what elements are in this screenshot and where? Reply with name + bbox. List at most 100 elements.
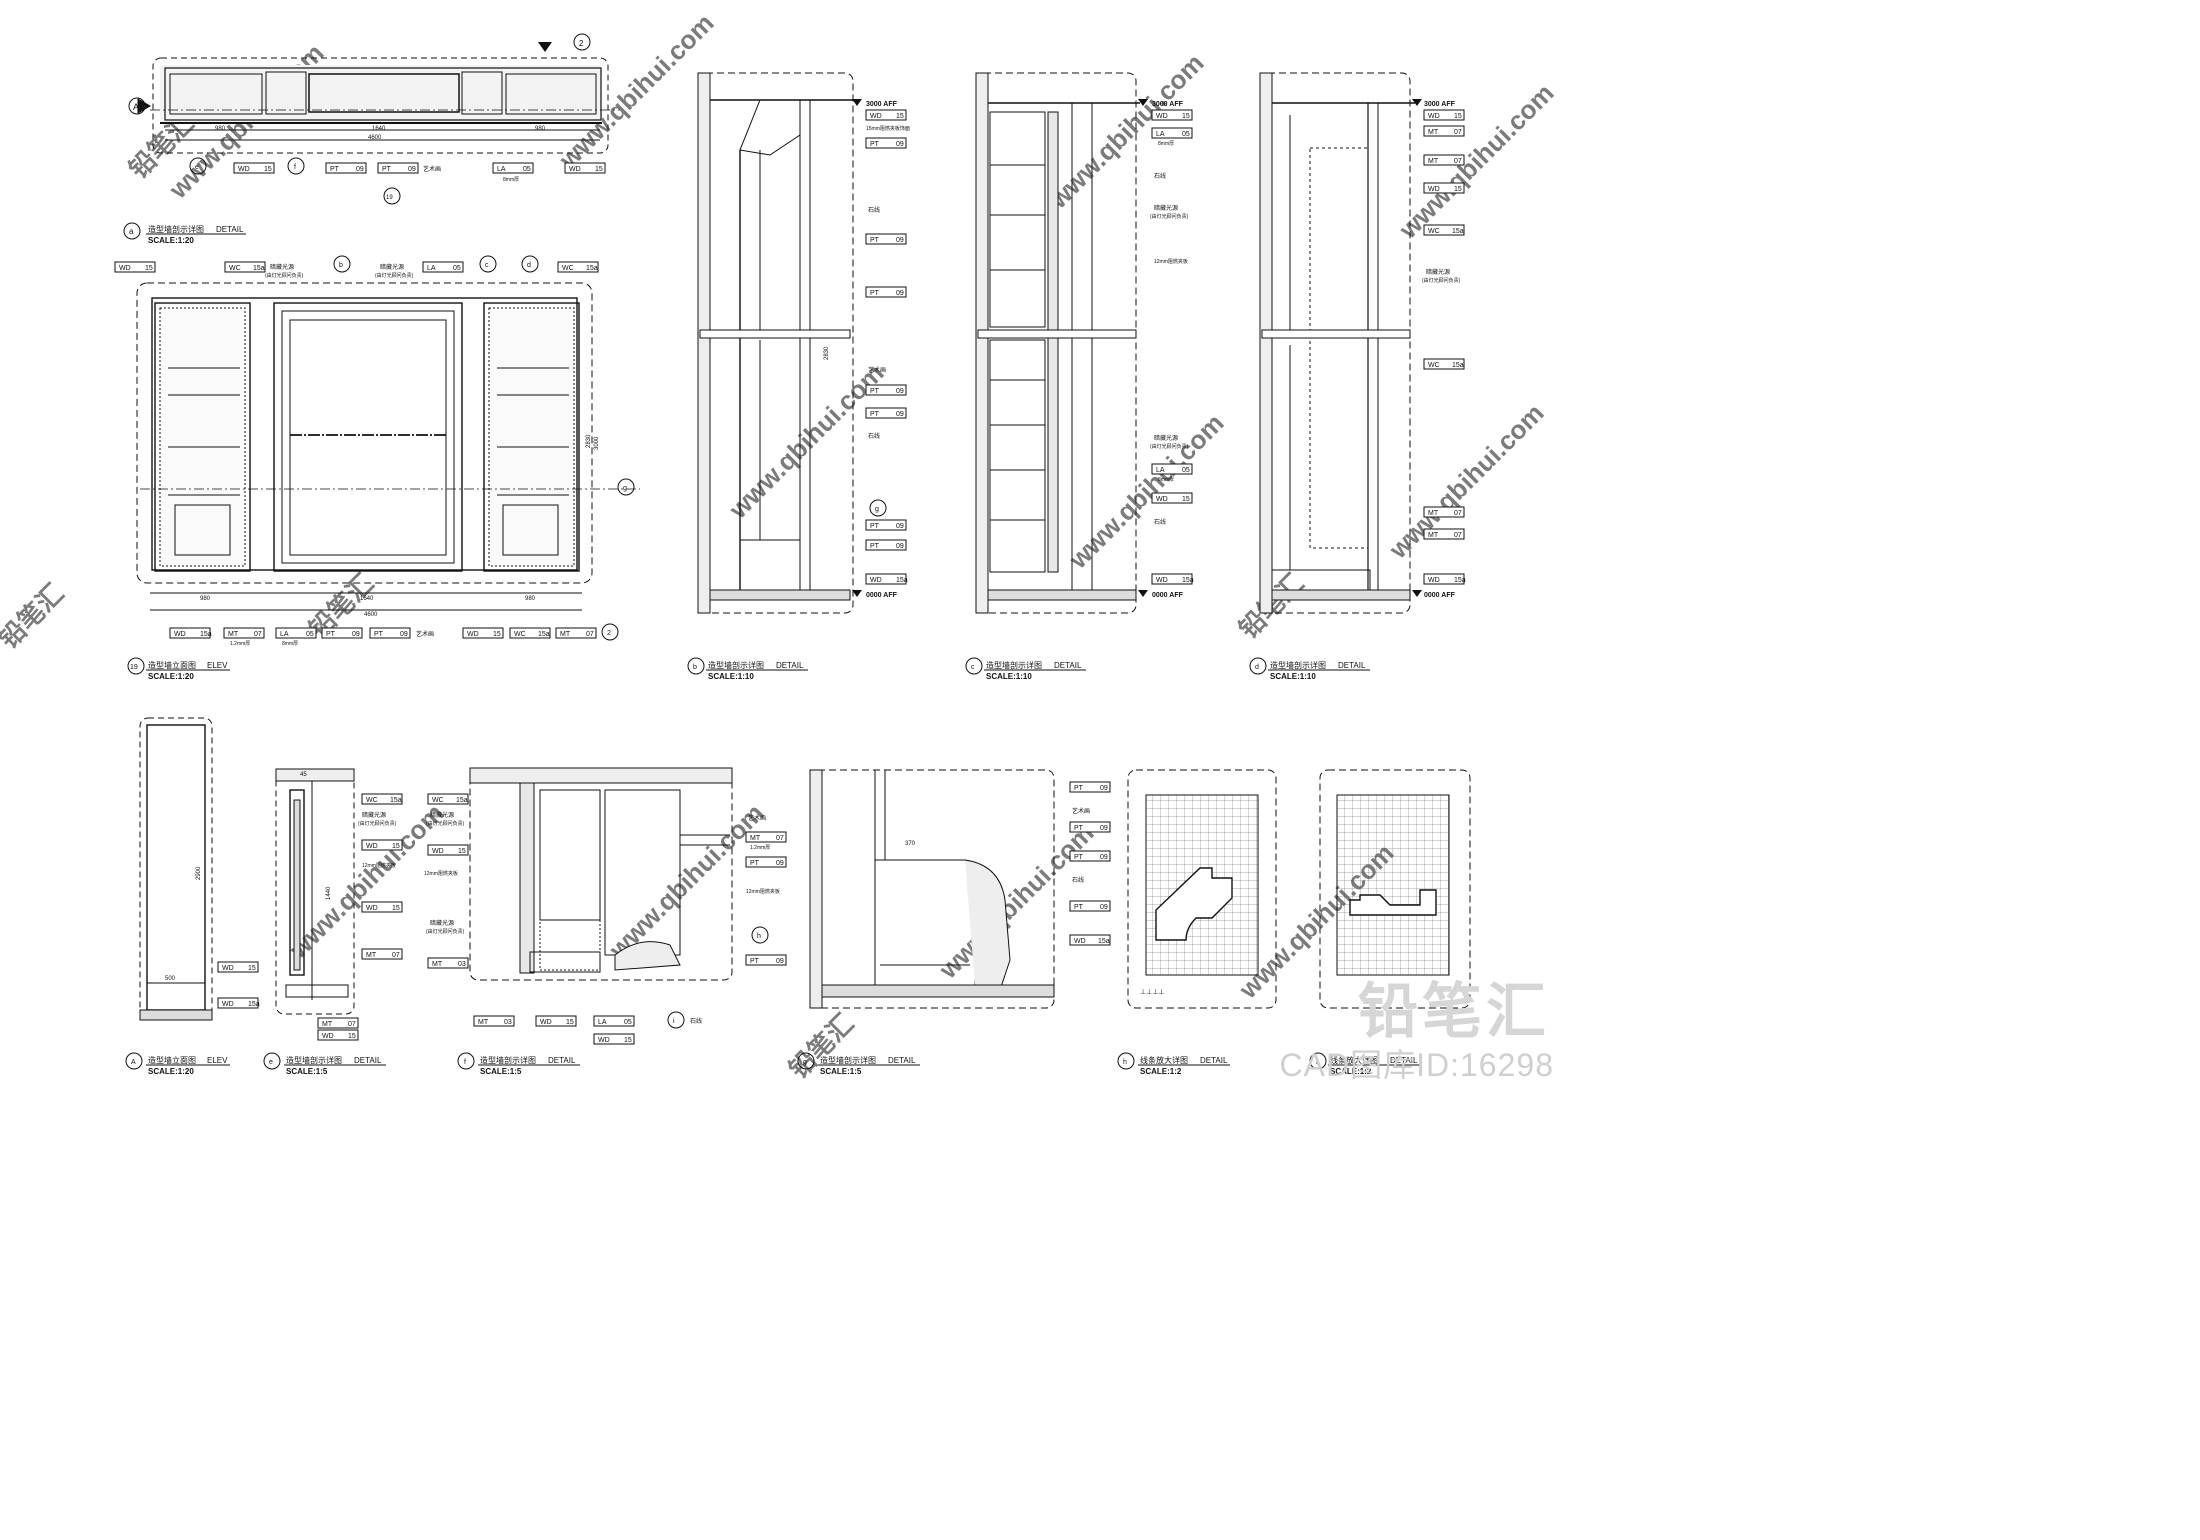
level-aff: 3000 AFF bbox=[866, 101, 898, 108]
note-line: 石线 bbox=[690, 1017, 702, 1025]
tag-num: 05 bbox=[624, 1019, 632, 1026]
dim: 1640 bbox=[360, 596, 374, 602]
tag-num: 09 bbox=[400, 631, 408, 638]
tag-wd: WD bbox=[366, 905, 378, 912]
view-title: 造型墙剖示详图 bbox=[480, 1055, 536, 1065]
tag-mt: MT bbox=[560, 631, 571, 638]
note-art: 艺术画 bbox=[423, 165, 441, 173]
view-A-annotations: 2900 500 WD 15 WD 15a A 造型墙立面图 ELEV SCAL… bbox=[125, 866, 260, 1076]
note-line: 石线 bbox=[868, 432, 880, 440]
tag-num: 07 bbox=[1454, 510, 1462, 517]
level-aff: 3000 AFF bbox=[1152, 101, 1184, 108]
tag-num: 07 bbox=[1454, 532, 1462, 539]
view-scale: SCALE:1:20 bbox=[148, 236, 194, 245]
tag-wd: WD bbox=[366, 843, 378, 850]
note-8mm: 8mm厚 bbox=[1158, 141, 1174, 147]
note-thk: 1.2mm厚 bbox=[750, 845, 770, 851]
view-kind: DETAIL bbox=[1338, 661, 1366, 670]
view-mark: a bbox=[129, 227, 134, 236]
note-line: 石线 bbox=[1154, 172, 1166, 180]
tag-mt: MT bbox=[322, 1021, 333, 1028]
detail-marker-i: i bbox=[673, 1018, 675, 1025]
level-aff: 0000 AFF bbox=[866, 592, 898, 599]
tag-num: 05 bbox=[523, 166, 531, 173]
dim: 980 bbox=[525, 596, 536, 602]
section-f bbox=[469, 767, 733, 981]
tag-pt: PT bbox=[870, 543, 880, 550]
tag-num: 15a bbox=[896, 577, 908, 584]
tag-pt: PT bbox=[870, 388, 880, 395]
tag-num: 09 bbox=[896, 290, 904, 297]
tag-wd: WD bbox=[467, 631, 479, 638]
tag-pt: PT bbox=[870, 411, 880, 418]
tag-pt: PT bbox=[326, 631, 336, 638]
view-mark: g bbox=[803, 1059, 807, 1066]
view-19-annotations: WD 15 WC 15a 暗藏光源 (由灯光顾问负责) 暗藏光源 (由灯光顾问负… bbox=[114, 255, 635, 681]
note-thk: 1.2mm厚 bbox=[230, 641, 250, 647]
tag-pt: PT bbox=[374, 631, 384, 638]
tag-wc: WC bbox=[432, 797, 444, 804]
note-light: 暗藏光源 bbox=[1426, 268, 1450, 276]
dim: 980 bbox=[200, 596, 211, 602]
section-marker-c: c bbox=[485, 262, 489, 269]
cad-drawing-sheet: www.qbihui.com www.qbihui.com www.qbihui… bbox=[0, 8, 1560, 1085]
tag-mt: MT bbox=[1428, 158, 1439, 165]
view-title: 造型墙立面图 bbox=[148, 1055, 196, 1065]
tag-wd: WD bbox=[222, 965, 234, 972]
dim-980: 980 bbox=[215, 126, 226, 132]
tag-num: 15 bbox=[493, 631, 501, 638]
view-a-plan bbox=[137, 42, 620, 154]
tag-num: 09 bbox=[776, 860, 784, 867]
tag-num: 15a bbox=[200, 631, 212, 638]
tag-la: LA bbox=[280, 631, 289, 638]
view-title: 造型墙剖示详图 bbox=[286, 1055, 342, 1065]
view-kind: DETAIL bbox=[888, 1056, 916, 1065]
detail-marker-h: h bbox=[757, 933, 761, 940]
detail-marker-2: 2 bbox=[579, 39, 584, 48]
view-scale: SCALE:1:10 bbox=[708, 672, 754, 681]
tag-num: 09 bbox=[1100, 854, 1108, 861]
note-light-sub: (由灯光顾问负责) bbox=[426, 928, 465, 935]
note-light: 暗藏光源 bbox=[1154, 434, 1178, 442]
view-title: 造型墙剖示详图 bbox=[986, 660, 1042, 670]
note-line: 石线 bbox=[1072, 876, 1084, 884]
note-8mm: 8mm厚 bbox=[1158, 477, 1174, 483]
watermark: www.qbihui.com bbox=[1382, 398, 1549, 565]
tag-num: 15a bbox=[1454, 577, 1466, 584]
tag-num: 07 bbox=[392, 952, 400, 959]
tag-wd: WD bbox=[238, 166, 250, 173]
section-b-annotations: 3000 AFF 0000 AFF WD 15 15mm阻燃夹板饰面 PT 09… bbox=[687, 99, 910, 681]
section-b bbox=[697, 72, 860, 614]
brand-id-label: CAD图库ID:16298 bbox=[1279, 1047, 1554, 1083]
tag-num: 09 bbox=[896, 237, 904, 244]
tag-wd: WD bbox=[119, 265, 131, 272]
tag-num: 15a bbox=[390, 797, 402, 804]
tag-num: 05 bbox=[1182, 467, 1190, 474]
dim: 2830 bbox=[586, 434, 592, 448]
tag-num: 03 bbox=[504, 1019, 512, 1026]
tag-num: 15 bbox=[248, 965, 256, 972]
tag-wd: WD bbox=[432, 848, 444, 855]
view-19-elevation bbox=[136, 282, 640, 611]
detail-i-annotations: i 线条放大详图 DETAIL SCALE:1:2 bbox=[1309, 1052, 1420, 1076]
dim-4600: 4600 bbox=[368, 135, 382, 141]
view-kind: ELEV bbox=[207, 1056, 228, 1065]
tag-num: 15 bbox=[348, 1033, 356, 1040]
view-mark: e bbox=[269, 1059, 273, 1066]
tag-num: 15 bbox=[566, 1019, 574, 1026]
tag-num: 15a bbox=[456, 797, 468, 804]
tag-mt: MT bbox=[1428, 510, 1439, 517]
tag-num: 07 bbox=[1454, 158, 1462, 165]
view-scale: SCALE:1:2 bbox=[1140, 1067, 1182, 1076]
tag-num: 09 bbox=[1100, 785, 1108, 792]
tag-pt: PT bbox=[870, 523, 880, 530]
view-scale: SCALE:1:5 bbox=[286, 1067, 328, 1076]
note-light: 暗藏光源 bbox=[270, 263, 294, 271]
tag-la: LA bbox=[497, 166, 506, 173]
tag-num: 09 bbox=[896, 141, 904, 148]
watermark: 铅笔汇 bbox=[0, 578, 69, 654]
note-board: 12mm阻燃夹板 bbox=[1154, 258, 1188, 265]
tag-mt: MT bbox=[228, 631, 239, 638]
level-aff: 0000 AFF bbox=[1424, 592, 1456, 599]
tag-num: 09 bbox=[356, 166, 364, 173]
